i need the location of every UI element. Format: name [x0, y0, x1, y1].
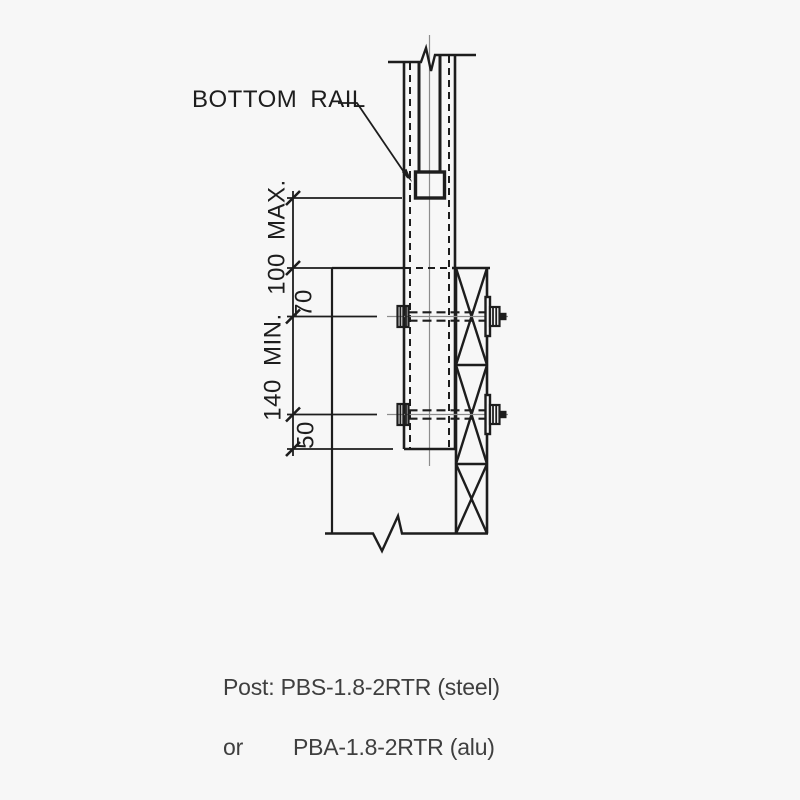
- member-x-brace: [454, 463, 489, 534]
- bottom-rail-label: BOTTOM RAIL: [192, 86, 366, 113]
- caption-line-2: PBA-1.8-2RTR (alu): [293, 734, 495, 760]
- bolt-thread-end: [499, 410, 507, 419]
- top-break-line: [388, 43, 476, 72]
- callout-arrowhead-icon: [401, 168, 412, 182]
- bottom-rail-callout: BOTTOM RAIL: [192, 86, 412, 182]
- bolt-nut: [488, 403, 501, 426]
- dimension-label-50: 50: [293, 421, 320, 449]
- bottom-break-line: [325, 512, 488, 554]
- lower-bolt: [387, 393, 508, 436]
- bolt-nut: [488, 305, 501, 328]
- bottom-rail-bracket: [413, 170, 447, 200]
- dimension-tick: [285, 406, 301, 423]
- dimension-chain: 100 MAX. 70 140 MIN. 50: [260, 179, 402, 457]
- dimension-label-140-min: 140 MIN.: [260, 313, 287, 420]
- upper-bolt: [387, 295, 508, 338]
- bolt-thread-end: [499, 312, 507, 321]
- dimension-tick: [285, 441, 301, 457]
- caption-line-2-prefix: or: [223, 734, 244, 760]
- callout-leader-line: [338, 102, 409, 179]
- caption-line-1: Post: PBS-1.8-2RTR (steel): [223, 674, 500, 700]
- hatched-member: [452, 266, 490, 534]
- dimension-label-70: 70: [291, 289, 318, 317]
- dimension-tick: [285, 190, 301, 206]
- dimension-tick: [285, 308, 301, 325]
- dimension-label-100-max: 100 MAX.: [264, 179, 291, 294]
- dimension-tick: [285, 260, 301, 276]
